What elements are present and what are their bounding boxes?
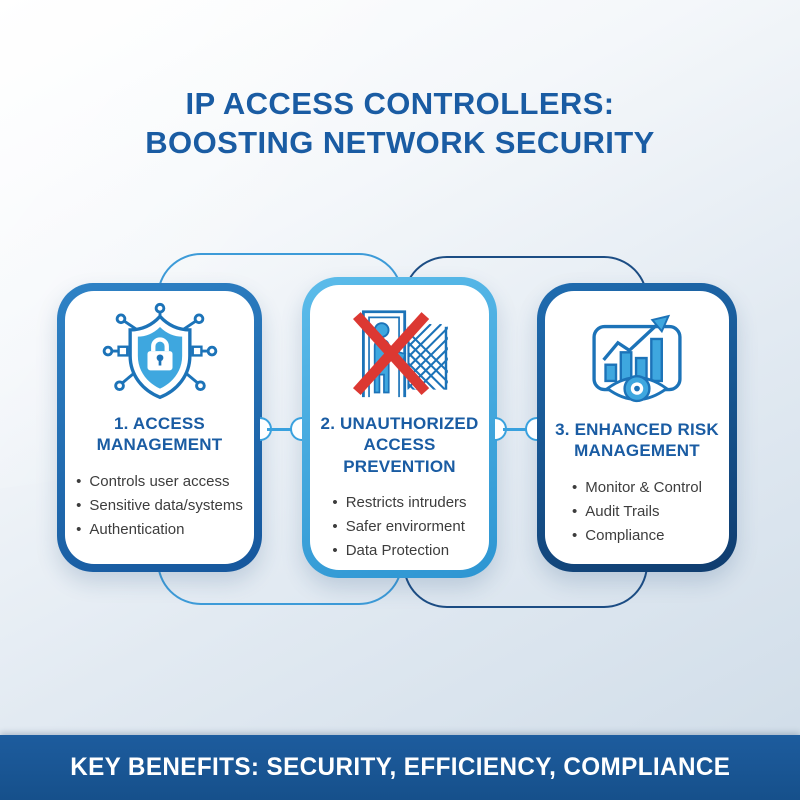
card-heading-line1: 2. UNAUTHORIZED xyxy=(320,414,479,433)
card-heading-line2: MANAGEMENT xyxy=(96,435,223,455)
list-item: Restricts intruders xyxy=(332,491,467,515)
list-item: Sensitive data/systems xyxy=(76,494,242,518)
card-access-management: 1. ACCESS MANAGEMENT Controls user acces… xyxy=(57,283,262,572)
card-enhanced-risk-management-body: 3. ENHANCED RISK MANAGEMENT Monitor & Co… xyxy=(545,291,729,564)
blocked-intruder-fence-icon xyxy=(352,310,448,398)
card-bullet-list: Restricts intruders Safer envirorment Da… xyxy=(332,491,467,563)
card-heading-line1: 3. ENHANCED RISK xyxy=(555,420,719,439)
card-heading: 3. ENHANCED RISK MANAGEMENT xyxy=(555,419,719,462)
card-bullet-list: Monitor & Control Audit Trails Complianc… xyxy=(572,476,702,548)
list-item: Authentication xyxy=(76,518,243,542)
page-title: IP ACCESS CONTROLLERS: BOOSTING NETWORK … xyxy=(0,84,800,162)
list-item: Compliance xyxy=(572,524,702,548)
card-unauthorized-access-prevention-body: 2. UNAUTHORIZED ACCESS PREVENTION Restri… xyxy=(310,285,489,570)
shield-lock-circuit-icon xyxy=(102,302,217,400)
list-item: Audit Trails xyxy=(572,500,702,524)
card-heading: 2. UNAUTHORIZED ACCESS PREVENTION xyxy=(310,413,489,477)
card-access-management-body: 1. ACCESS MANAGEMENT Controls user acces… xyxy=(65,291,254,564)
key-benefits-banner: KEY BENEFITS: SECURITY, EFFICIENCY, COMP… xyxy=(0,735,800,800)
red-cross-icon xyxy=(352,312,429,395)
list-item: Controls user access xyxy=(76,470,243,494)
page-title-line2: BOOSTING NETWORK SECURITY xyxy=(145,125,655,161)
card-enhanced-risk-management: 3. ENHANCED RISK MANAGEMENT Monitor & Co… xyxy=(537,283,737,572)
connector-line xyxy=(267,428,298,431)
card-heading: 1. ACCESS MANAGEMENT xyxy=(97,413,223,456)
list-item: Data Protection xyxy=(332,539,466,563)
card-bullet-list: Controls user access Sensitive data/syst… xyxy=(76,470,243,542)
card-unauthorized-access-prevention: 2. UNAUTHORIZED ACCESS PREVENTION Restri… xyxy=(302,277,497,578)
card-heading-line2: MANAGEMENT xyxy=(574,441,700,461)
list-item: Monitor & Control xyxy=(572,476,702,500)
card-heading-line2: ACCESS PREVENTION xyxy=(343,435,456,476)
connector-line xyxy=(503,428,534,431)
list-item: Safer envirorment xyxy=(332,515,466,539)
card-heading-line1: 1. ACCESS xyxy=(114,414,205,433)
key-benefits-text: KEY BENEFITS: SECURITY, EFFICIENCY, COMP… xyxy=(69,753,731,781)
chart-eye-monitoring-icon xyxy=(592,314,682,403)
page-title-line1: IP ACCESS CONTROLLERS: xyxy=(185,86,615,121)
